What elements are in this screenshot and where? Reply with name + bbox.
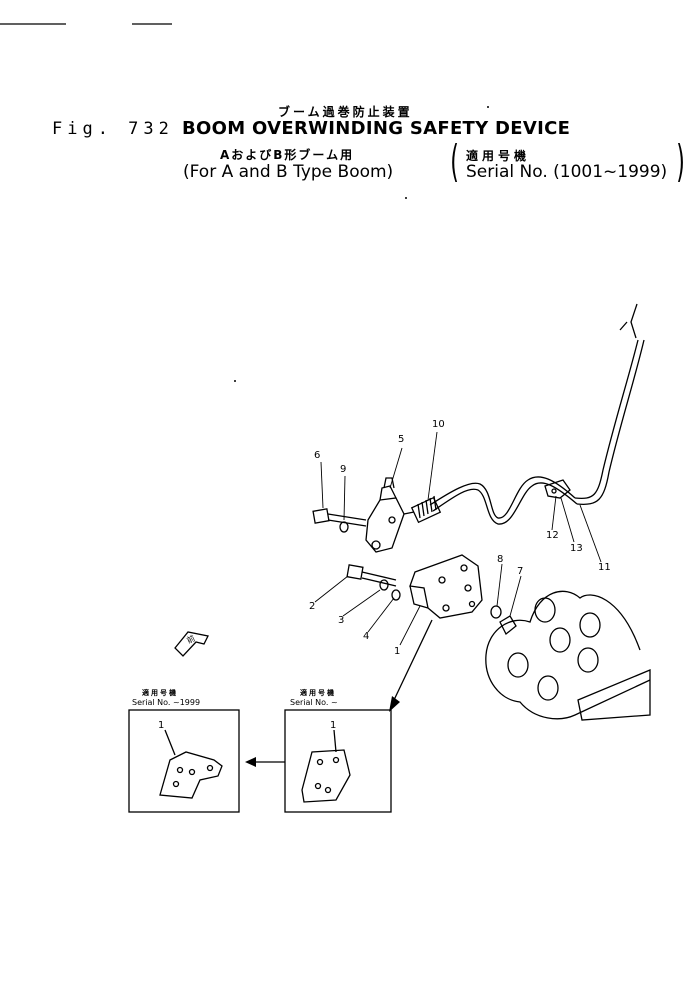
inset-left-part-number: 1 — [158, 720, 165, 731]
callout-5: 5 — [398, 434, 405, 445]
leader-lines — [314, 431, 602, 646]
inset-right-serial: Serial No. ~ — [290, 698, 338, 707]
inset-left-serial: Serial No. ~1999 — [132, 698, 201, 707]
inset-right-jp-label: 適用号機 — [300, 689, 336, 697]
boom-head — [485, 590, 651, 721]
inset-right-part-number: 1 — [330, 720, 337, 731]
callout-1: 1 — [394, 646, 401, 657]
washer-part-4 — [391, 589, 401, 601]
washer-part-8 — [490, 605, 502, 619]
bracket-part-1 — [409, 554, 483, 619]
connector-part-10 — [410, 495, 442, 524]
subtitle: (For A and B Type Boom) — [183, 162, 394, 182]
callout-3: 3 — [338, 615, 345, 626]
japanese-title: ブーム過巻防止装置 — [278, 105, 413, 119]
clamp-part-12 — [544, 479, 571, 499]
nut-part-7 — [499, 615, 517, 636]
callout-10: 10 — [432, 419, 445, 430]
callout-9: 9 — [340, 464, 347, 475]
arrowhead — [245, 757, 256, 767]
callout-4: 4 — [363, 631, 370, 642]
callout-7: 7 — [517, 566, 524, 577]
callout-13: 13 — [570, 543, 583, 554]
japanese-subtitle: AおよびB形ブーム用 — [220, 148, 355, 162]
inset-left-jp-label: 適用号機 — [142, 689, 178, 697]
arrowhead — [389, 696, 400, 712]
inset-right-bracket — [301, 729, 351, 803]
callout-2: 2 — [309, 601, 316, 612]
callout-arrow — [393, 619, 433, 701]
callout-11: 11 — [598, 562, 611, 573]
washer-part-9 — [339, 521, 349, 533]
right-bracket: ) — [676, 136, 685, 187]
bolt-part-6 — [312, 508, 367, 527]
front-direction-arrow — [174, 631, 209, 657]
callout-8: 8 — [497, 554, 504, 565]
japanese-applicability: 適用号機 — [466, 149, 531, 163]
inset-left-bracket — [159, 729, 223, 799]
page-title: BOOM OVERWINDING SAFETY DEVICE — [182, 118, 571, 139]
inset-left-box — [128, 709, 240, 813]
bolt-part-2 — [346, 564, 397, 587]
left-bracket: ( — [450, 136, 459, 187]
limit-switch-part-5 — [365, 477, 415, 553]
serial-range: Serial No. (1001~1999) — [466, 162, 668, 182]
callout-6: 6 — [314, 450, 321, 461]
washer-part-3 — [379, 579, 389, 591]
inset-right-box — [284, 709, 392, 813]
cable-part-11 — [429, 303, 645, 525]
callout-12: 12 — [546, 530, 559, 541]
figure-number: Fig. 732 — [52, 119, 174, 139]
